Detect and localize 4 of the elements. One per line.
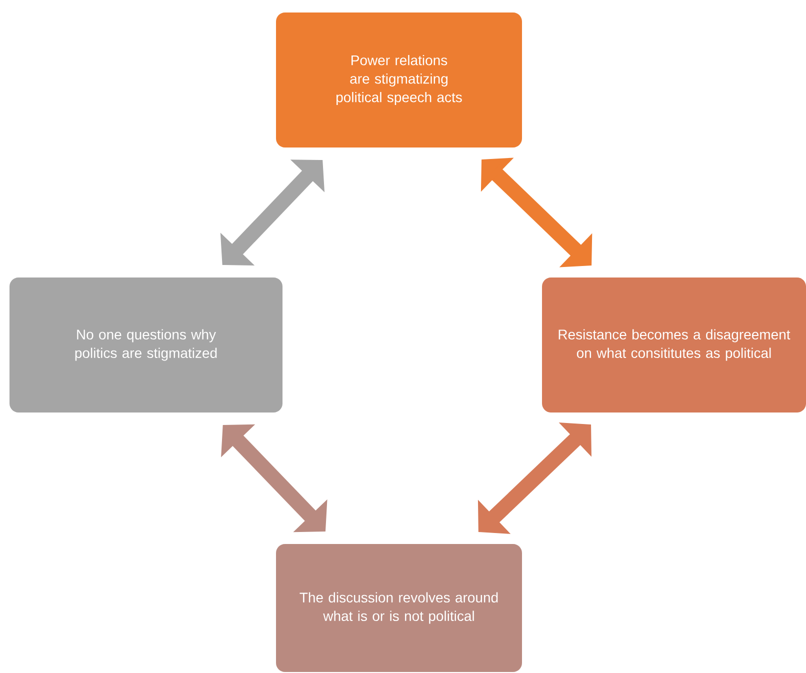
process-box: The discussion revolves around what is or is not political [276,544,522,672]
process-box: Resistance becomes a disagreement on what consititutes as political [542,278,806,412]
process-box: Power relations are stigmatizing political speech acts [276,12,522,148]
process-box: No one questions why politics are stigmatized [10,278,282,412]
